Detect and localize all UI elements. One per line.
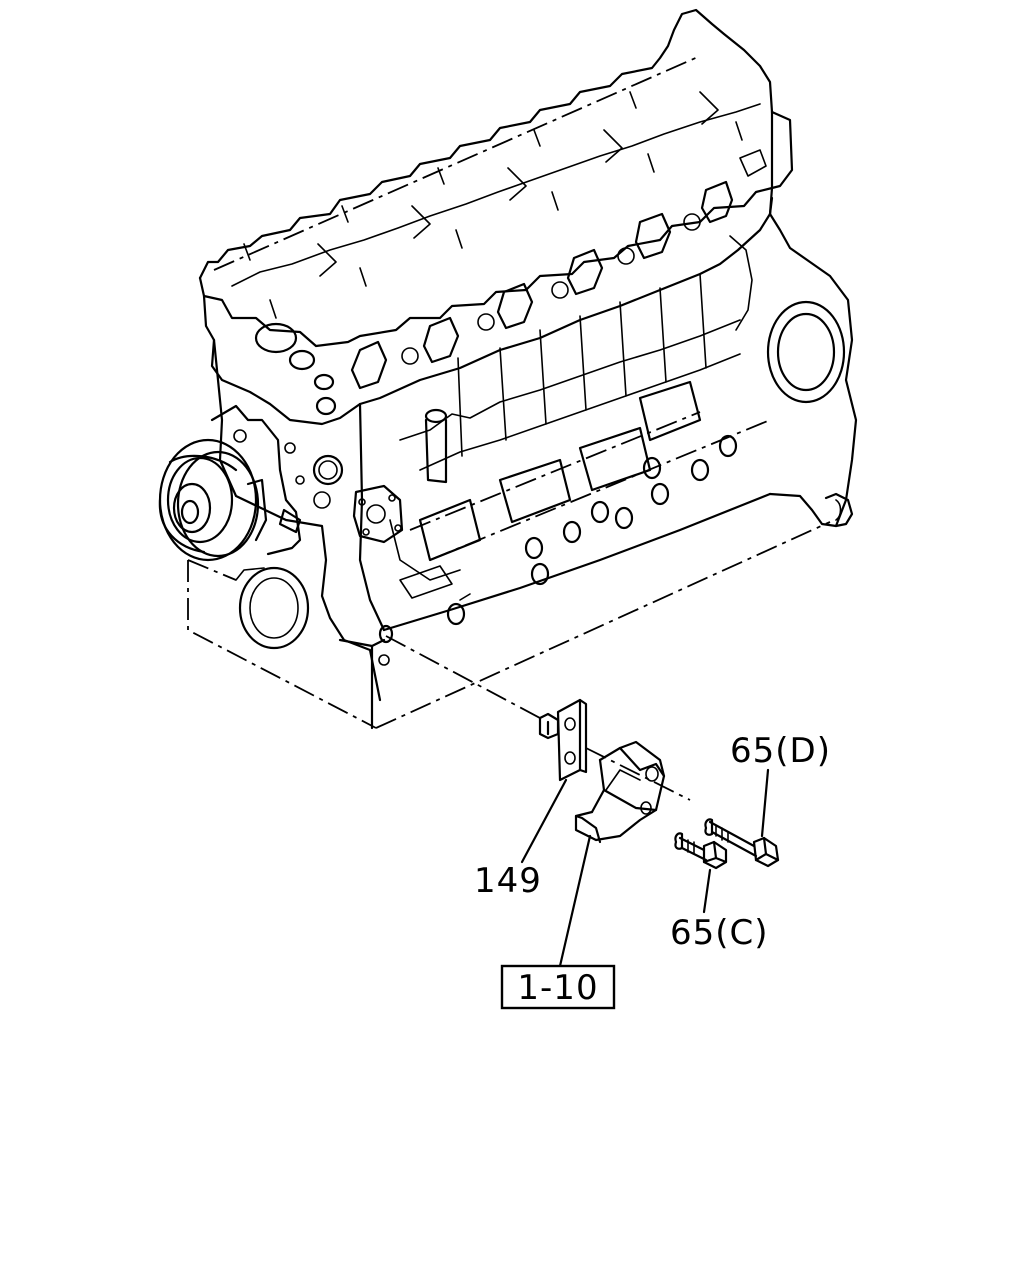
flywheel-housing	[766, 300, 854, 528]
leader-149	[520, 778, 568, 864]
cylinder-head	[202, 110, 794, 426]
callout-65c: 65(C)	[670, 913, 769, 953]
crankshaft-pulley	[158, 438, 268, 562]
bolt-65d	[704, 818, 780, 868]
cylinder-block	[212, 196, 858, 702]
leader-65c	[702, 868, 712, 914]
fuel-injection-line	[399, 411, 771, 626]
engine-block-drawing	[158, 8, 858, 730]
engine-mount-bracket	[574, 740, 666, 844]
mount-leader	[378, 624, 541, 719]
callout-65d: 65(D)	[730, 731, 831, 771]
cylinder-head-cover	[198, 8, 774, 348]
leader-1-10	[558, 834, 592, 968]
leader-65d	[760, 768, 770, 838]
bolt-65c	[674, 832, 728, 870]
oil-pan	[187, 521, 831, 730]
bracket-plate-149	[538, 698, 691, 801]
reference-frame	[500, 964, 616, 1010]
reference-label[interactable]: 1-10	[517, 968, 598, 1008]
front-cover	[210, 404, 344, 556]
leader-lines	[520, 768, 770, 968]
reference-box-1-10[interactable]: 1-10	[500, 964, 616, 1010]
callout-149: 149	[474, 861, 542, 901]
